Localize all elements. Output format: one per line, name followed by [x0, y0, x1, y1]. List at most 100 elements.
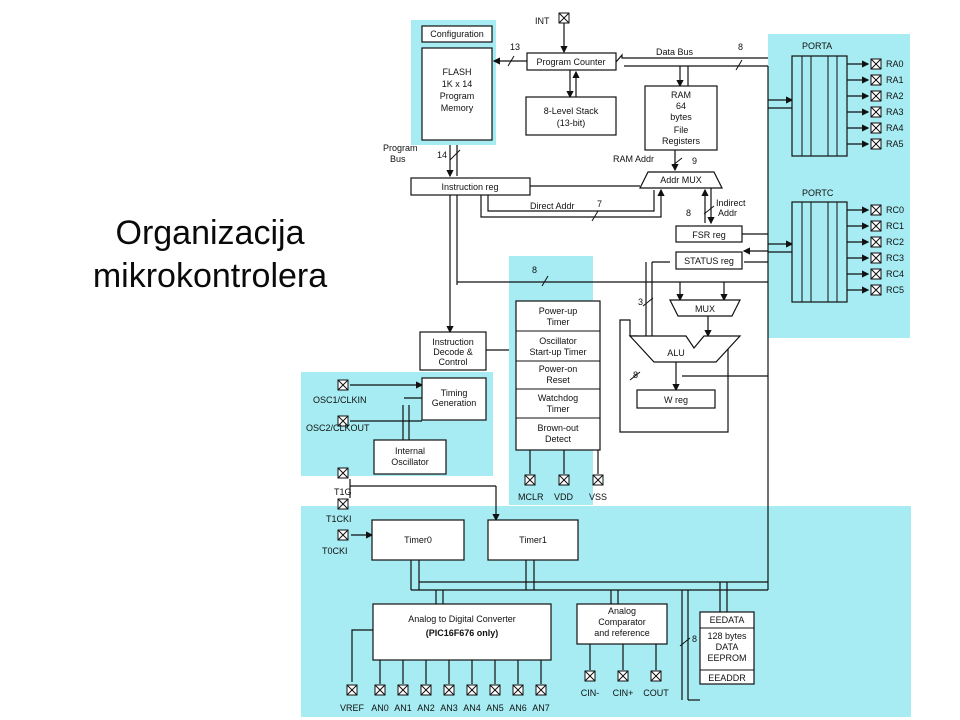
eeprom-label-4: EEPROM — [707, 653, 746, 663]
porta-pin-label: RA1 — [886, 75, 904, 85]
osc-startup-label-2: Start-up Timer — [529, 347, 586, 357]
ram-label-3: bytes — [670, 112, 692, 122]
comparator-pin-label: CIN+ — [613, 688, 634, 698]
analog-pin-marker — [489, 684, 501, 696]
analog-pin-label: AN3 — [440, 703, 458, 713]
power-up-label-1: Power-up — [539, 306, 578, 316]
t1g-pin-marker — [337, 498, 349, 510]
eeprom-label-3: DATA — [716, 642, 739, 652]
configuration-label: Configuration — [430, 29, 484, 39]
portc-pin-label: RC4 — [886, 269, 904, 279]
analog-pin-marker — [466, 684, 478, 696]
ram-label-5: Registers — [662, 136, 701, 146]
power-on-label-2: Reset — [546, 375, 570, 385]
fsr-reg-box — [675, 225, 743, 243]
program-counter-label: Program Counter — [536, 57, 605, 67]
analog-pin-marker — [535, 684, 547, 696]
comparator-pin-marker — [617, 670, 629, 682]
eeprom-label-5: EEADDR — [708, 673, 746, 683]
analog-pin-marker — [420, 684, 432, 696]
slide-title: Organizacija mikrokontrolera — [60, 212, 360, 298]
osc-startup-label-1: Oscillator — [539, 336, 577, 346]
ram-label-1: RAM — [671, 90, 691, 100]
portc-pin-marker — [870, 220, 882, 232]
vdd-label: VDD — [554, 492, 574, 502]
brownout-label-1: Brown-out — [537, 423, 579, 433]
vss-pin-marker — [592, 474, 604, 486]
comparator-label-3: and reference — [594, 628, 650, 638]
vdd-pin-marker — [558, 474, 570, 486]
watchdog-label-2: Timer — [547, 404, 570, 414]
comparator-label-1: Analog — [608, 606, 636, 616]
boxes — [371, 25, 848, 685]
analog-pin-marker — [374, 684, 386, 696]
instruction-decode-label-2: Decode & — [433, 347, 473, 357]
indirect-addr-label-2: Addr — [718, 208, 737, 218]
bus-ticks — [449, 55, 743, 647]
configuration-box — [421, 25, 493, 43]
analog-pin-label: AN2 — [417, 703, 435, 713]
vss-label: VSS — [589, 492, 607, 502]
ram-box — [644, 85, 718, 151]
comparator-pin-label: COUT — [643, 688, 669, 698]
pin-markers — [337, 12, 882, 696]
comparator-label-2: Comparator — [598, 617, 646, 627]
brownout-label-2: Detect — [545, 434, 572, 444]
comparator-pin-marker — [584, 670, 596, 682]
trapezoids — [628, 171, 742, 363]
osc2-pin-marker — [337, 415, 349, 427]
w-reg-box — [636, 389, 716, 409]
osc2-label: OSC2/CLKOUT — [306, 423, 370, 433]
comparator-pin-marker — [650, 670, 662, 682]
timing-generation-box — [421, 377, 487, 421]
analog-pin-marker — [512, 684, 524, 696]
timing-generation-label-2: Generation — [432, 398, 477, 408]
porta-pin-marker — [870, 138, 882, 150]
porta-pin-label: RA3 — [886, 107, 904, 117]
t0cki-pin-marker — [337, 529, 349, 541]
portc-pin-marker — [870, 236, 882, 248]
w-reg-label: W reg — [664, 395, 688, 405]
bus-width-mux-in: 3 — [638, 297, 643, 307]
analog-pin-label: AN7 — [532, 703, 550, 713]
instruction-decode-label-3: Control — [438, 357, 467, 367]
porta-pin-label: RA0 — [886, 59, 904, 69]
analog-pin-label: AN1 — [394, 703, 412, 713]
flash-label-3: Program — [440, 91, 475, 101]
instruction-decode-label-1: Instruction — [432, 337, 474, 347]
instruction-decode-box — [419, 331, 487, 371]
osc1-pin-marker — [337, 379, 349, 391]
porta-pin-marker — [870, 106, 882, 118]
eeprom-label-1: EEDATA — [710, 615, 745, 625]
bus-width-eeprom: 8 — [692, 634, 697, 644]
clk-pin-marker — [337, 467, 349, 479]
timer1-label: Timer1 — [519, 535, 547, 545]
porta-title: PORTA — [802, 41, 832, 51]
internal-oscillator-box — [373, 439, 447, 475]
slide-title-line1: Organizacija — [115, 214, 305, 252]
ram-label-2: 64 — [676, 101, 686, 111]
flash-label-2: 1K x 14 — [442, 79, 473, 89]
portc-latch-box — [791, 201, 848, 303]
flash-label-1: FLASH — [442, 67, 471, 77]
vref-pin-marker — [346, 684, 358, 696]
portc-pin-label: RC3 — [886, 253, 904, 263]
osc1-label: OSC1/CLKIN — [313, 395, 367, 405]
portc-pin-label: RC5 — [886, 285, 904, 295]
ram-addr-label: RAM Addr — [613, 154, 654, 164]
vref-label: VREF — [340, 703, 365, 713]
program-bus-label-2: Bus — [390, 154, 406, 164]
wires — [349, 22, 870, 701]
mux-label: MUX — [695, 304, 715, 314]
flash-box — [421, 47, 493, 141]
porta-pin-marker — [870, 58, 882, 70]
bus-width-fsr: 8 — [686, 208, 691, 218]
eeprom-box — [699, 611, 755, 685]
portc-pin-marker — [870, 252, 882, 264]
porta-pin-label: RA5 — [886, 139, 904, 149]
analog-pin-label: AN0 — [371, 703, 389, 713]
porta-pin-label: RA2 — [886, 91, 904, 101]
adc-label-1: Analog to Digital Converter — [408, 614, 516, 624]
stack-box — [525, 96, 617, 136]
adc-box — [372, 603, 552, 661]
